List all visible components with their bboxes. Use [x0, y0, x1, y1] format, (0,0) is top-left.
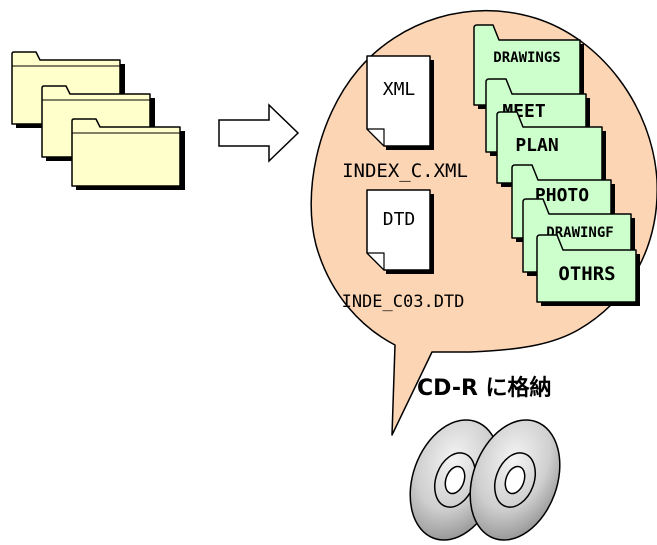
folder-label: PHOTO [535, 185, 589, 206]
folder-label: OTHRS [558, 263, 615, 285]
file-name: INDEX_C.XML [342, 160, 468, 182]
folder-label: DRAWINGF [546, 225, 613, 241]
folder-label: PLAN [515, 135, 558, 156]
file-badge: DTD [383, 209, 416, 230]
cd-disc-icon [469, 419, 561, 541]
right-arrow-icon [218, 103, 300, 163]
xml-file: XML [366, 55, 434, 150]
dtd-file: DTD [366, 189, 434, 274]
file-badge: XML [383, 79, 416, 100]
source-folder-stack [11, 51, 185, 190]
folder-label: DRAWINGS [493, 50, 560, 66]
file-name: INDE_C03.DTD [342, 292, 465, 312]
storage-caption: CD-R に格納 [417, 375, 552, 401]
folder-icon [71, 118, 185, 190]
folder-othrs: OTHRS [536, 234, 640, 306]
